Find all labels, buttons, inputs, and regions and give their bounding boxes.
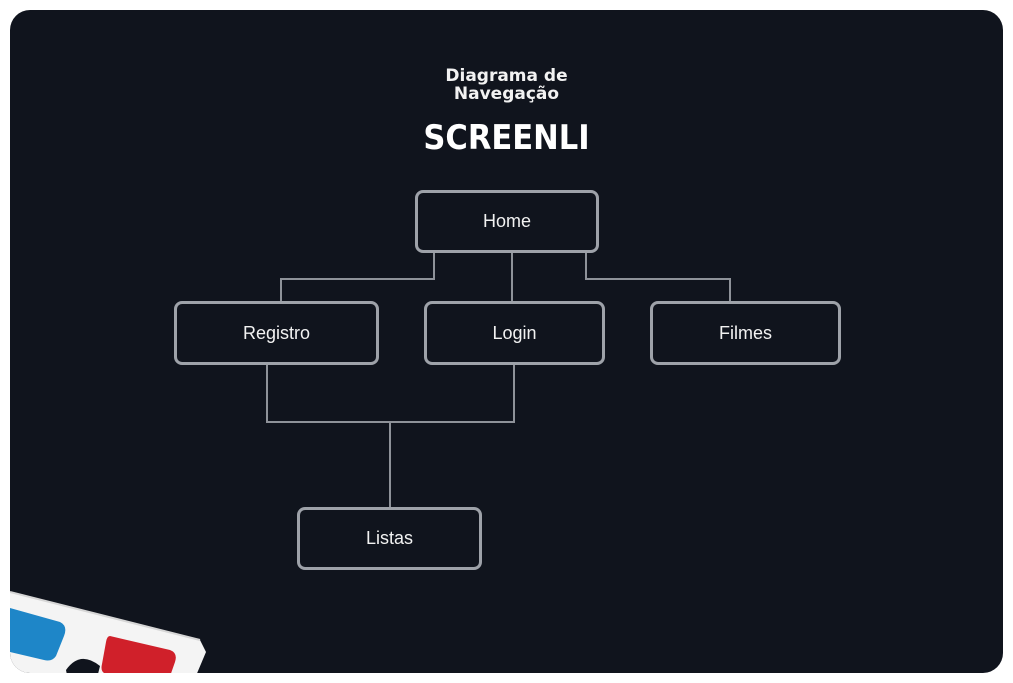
diagram-title-line2: Navegação [453,84,560,104]
node-listas-label: Listas [365,528,414,548]
edge-home-registro [280,253,435,301]
node-registro-label: Registro [242,322,311,343]
screenli-logo: SCREENLI [423,118,590,158]
node-filmes-label: Filmes [719,322,772,343]
node-registro: Registro [174,301,379,365]
edge-registro-listas [266,365,390,423]
node-login-label: Login [492,322,537,343]
node-login: Login [424,301,605,365]
connector-lines [266,253,731,507]
node-home-label: Home [482,211,531,231]
edge-home-filmes [585,253,731,301]
node-home: Home [415,190,599,253]
edge-login-listas [390,365,515,423]
node-listas: Listas [297,507,482,570]
diagram-canvas: Diagrama de Navegação SCREENLI Home Regi… [10,10,1003,673]
node-filmes: Filmes [650,301,841,365]
3d-glasses-icon [10,591,206,673]
diagram-title-line1: Diagrama de [445,66,568,86]
